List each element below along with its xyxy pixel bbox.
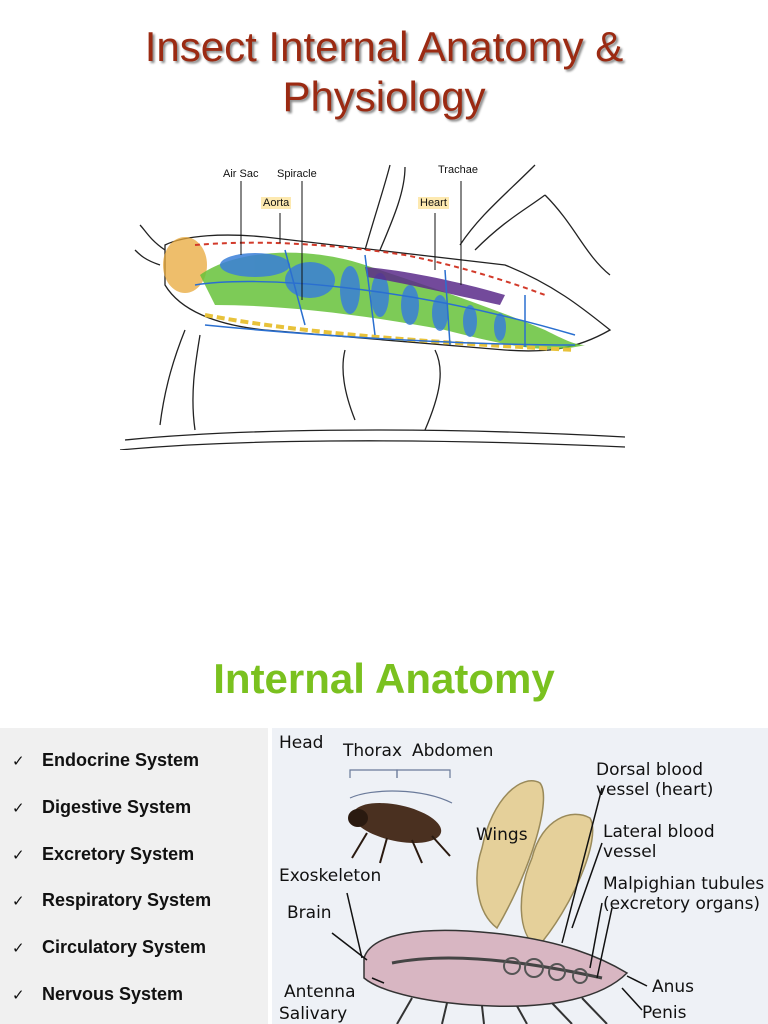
check-icon: ✓ (12, 940, 25, 957)
label-salivary: Salivary (279, 1004, 348, 1024)
list-item-label: Respiratory System (42, 890, 212, 910)
label-thorax: Thorax (343, 741, 403, 761)
check-icon: ✓ (12, 753, 25, 770)
systems-list: ✓ Endocrine System ✓ Digestive System ✓ Exc… (0, 728, 268, 1024)
fly-anatomy-diagram: Head Thorax Abdomen Dorsal blood vessel … (272, 728, 768, 1024)
label-exoskeleton: Exoskeleton (279, 866, 382, 886)
check-icon: ✓ (12, 800, 25, 817)
slide-title-line-1: Insect Internal Anatomy & (144, 23, 624, 70)
section-title: Internal Anatomy (213, 655, 555, 702)
list-item-label: Endocrine System (42, 750, 200, 770)
list-item: ✓ Endocrine System (12, 750, 199, 771)
label-anus: Anus (652, 977, 695, 997)
label-malpighian-2: (excretory organs) (603, 894, 761, 914)
label-lateral-1: Lateral blood (603, 822, 715, 842)
list-item: ✓ Excretory System (12, 844, 194, 865)
list-item: ✓ Nervous System (12, 984, 183, 1005)
list-item: ✓ Circulatory System (12, 937, 206, 958)
grasshopper-anatomy-diagram: Air Sac Spiracle Trachae Aorta Heart (105, 155, 625, 450)
label-wings: Wings (476, 825, 528, 845)
label-heart: Heart (418, 197, 449, 209)
grasshopper-illustration (119, 164, 625, 450)
label-penis: Penis (642, 1003, 687, 1023)
check-icon: ✓ (12, 987, 25, 1004)
label-spiracle: Spiracle (277, 168, 317, 180)
label-dorsal-2: vessel (heart) (596, 780, 714, 800)
list-item-label: Digestive System (42, 797, 192, 817)
label-brain: Brain (287, 903, 332, 923)
label-head: Head (279, 733, 324, 753)
list-item-label: Circulatory System (42, 937, 207, 957)
slide-title-line-2: Physiology (282, 73, 486, 120)
slide-title: Insect Internal Anatomy & Physiology (0, 22, 768, 122)
label-abdomen: Abdomen (412, 741, 494, 761)
label-aorta: Aorta (261, 197, 292, 209)
fly-illustration (331, 769, 648, 1024)
list-item: ✓ Respiratory System (12, 890, 211, 911)
label-air-sac: Air Sac (223, 168, 259, 180)
check-icon: ✓ (12, 847, 25, 864)
label-trachae: Trachae (438, 164, 478, 176)
label-malpighian-1: Malpighian tubules (603, 874, 765, 894)
list-item-label: Nervous System (42, 984, 184, 1004)
list-item-label: Excretory System (42, 844, 195, 864)
label-antenna: Antenna (284, 982, 356, 1002)
list-item: ✓ Digestive System (12, 797, 191, 818)
check-icon: ✓ (12, 893, 25, 910)
label-lateral-2: vessel (603, 842, 657, 862)
label-dorsal-1: Dorsal blood (596, 760, 703, 780)
